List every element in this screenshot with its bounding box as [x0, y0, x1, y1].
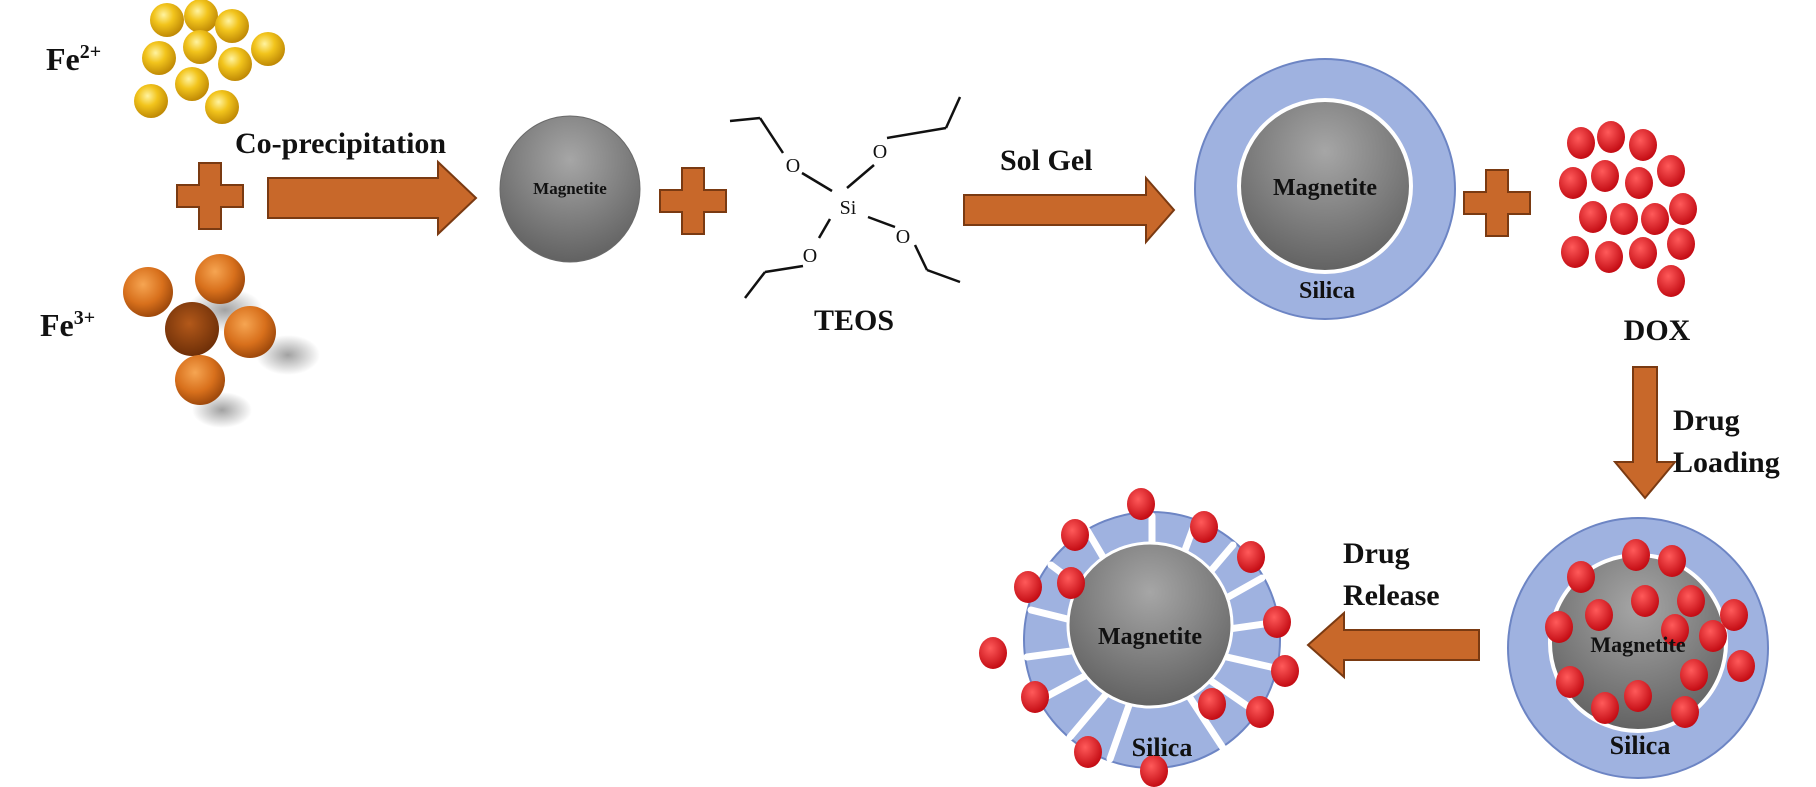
- fe3-particle-cluster: [123, 254, 320, 428]
- dox-molecule-cluster: [1559, 121, 1697, 297]
- svg-text:O: O: [786, 155, 800, 177]
- drug-release-label-line2: Release: [1343, 579, 1440, 612]
- teos-atoms: O O Si O O: [786, 141, 910, 267]
- svg-text:O: O: [873, 141, 887, 163]
- silica-label: Silica: [1299, 278, 1355, 304]
- magnetite-label: Magnetite: [1098, 624, 1202, 650]
- arrow-right-icon: [267, 159, 478, 237]
- drug-loading-label-line2: Loading: [1673, 446, 1780, 479]
- fe3-label: Fe3+: [40, 307, 95, 343]
- core-shell-particle: [1194, 58, 1456, 320]
- drug-release-particle: [979, 488, 1299, 787]
- svg-text:Si: Si: [840, 197, 857, 219]
- plus-icon: [1463, 169, 1531, 237]
- silica-label: Silica: [1610, 731, 1671, 760]
- teos-structure: [729, 96, 962, 299]
- arrow-down-icon: [1612, 366, 1678, 500]
- fe2-label: Fe2+: [46, 41, 101, 77]
- drug-release-label-line1: Drug: [1343, 537, 1410, 570]
- arrow-left-icon: [1306, 610, 1480, 680]
- svg-text:O: O: [803, 245, 817, 267]
- drug-loaded-particle: [1507, 517, 1769, 779]
- magnetite-label: Magnetite: [533, 179, 607, 198]
- silica-label: Silica: [1132, 733, 1193, 762]
- dox-label: DOX: [1624, 314, 1691, 347]
- plus-icon: [176, 162, 244, 230]
- drug-loading-label-line1: Drug: [1673, 404, 1740, 437]
- fe2-particle-cluster: [134, 0, 285, 124]
- coprecipitation-label: Co-precipitation: [235, 127, 446, 160]
- sol-gel-label: Sol Gel: [1000, 144, 1093, 177]
- arrow-right-icon: [963, 175, 1176, 245]
- svg-text:O: O: [896, 226, 910, 248]
- magnetite-particle: [499, 115, 641, 263]
- magnetite-label: Magnetite: [1590, 632, 1686, 657]
- teos-label: TEOS: [814, 304, 894, 337]
- magnetite-label: Magnetite: [1273, 175, 1377, 201]
- plus-icon: [659, 167, 727, 235]
